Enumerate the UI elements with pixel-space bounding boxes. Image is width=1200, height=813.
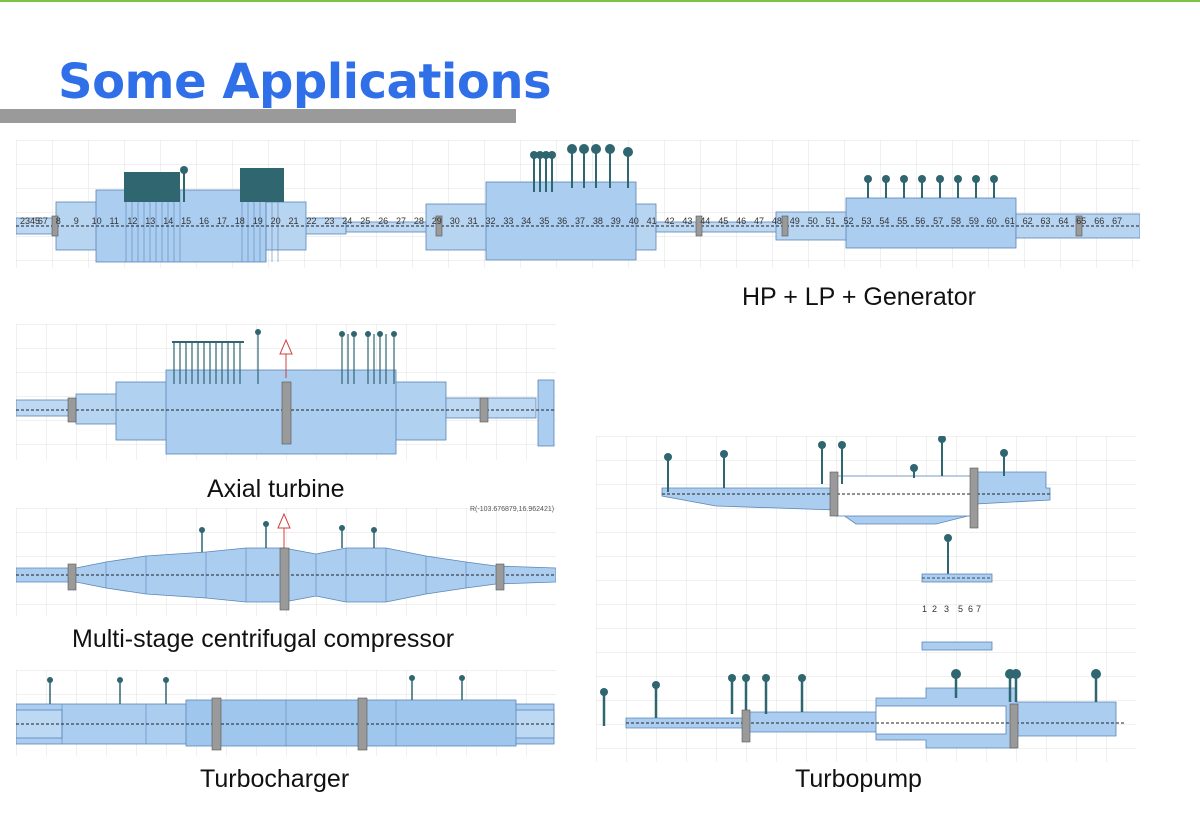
station-label: 24 — [342, 216, 352, 226]
station-label: 56 — [915, 216, 925, 226]
station-label: 29 — [432, 216, 442, 226]
station-label: 13 — [145, 216, 155, 226]
station-label: 30 — [450, 216, 460, 226]
station-label: 48 — [772, 216, 782, 226]
coordinate-readout: R(-103.676879,16.962421) — [470, 506, 555, 513]
caption-turbocharger: Turbocharger — [200, 765, 350, 793]
station-label: 36 — [557, 216, 567, 226]
centrifugal-compressor-svg — [16, 508, 556, 616]
station-label: 2345 — [20, 216, 40, 226]
station-label: 40 — [629, 216, 639, 226]
station-label: 26 — [378, 216, 388, 226]
centrifugal-compressor-diagram — [16, 508, 556, 616]
station-label: 51 — [826, 216, 836, 226]
svg-text:1: 1 — [922, 604, 927, 614]
station-label: 31 — [468, 216, 478, 226]
station-label: 16 — [199, 216, 209, 226]
station-label: 22 — [307, 216, 317, 226]
station-label: 58 — [951, 216, 961, 226]
svg-text:3: 3 — [944, 604, 949, 614]
station-label: 57 — [933, 216, 943, 226]
axial-turbine-svg — [16, 324, 556, 460]
caption-hp-lp-generator: HP + LP + Generator — [742, 283, 976, 311]
turbocharger-svg — [16, 670, 556, 756]
axial-turbine-diagram — [16, 324, 556, 460]
station-label: 9 — [74, 216, 79, 226]
station-label: 46 — [736, 216, 746, 226]
station-label: 63 — [1041, 216, 1051, 226]
turbopump-svg: 1 2 3 5 6 7 — [596, 436, 1136, 762]
station-label: 8 — [56, 216, 61, 226]
station-label: 67 — [38, 216, 48, 226]
svg-text:7: 7 — [976, 604, 981, 614]
station-label: 20 — [271, 216, 281, 226]
station-label: 23 — [324, 216, 334, 226]
top-accent-line — [0, 0, 1200, 2]
station-label: 10 — [92, 216, 102, 226]
station-label: 11 — [110, 216, 119, 226]
station-label: 42 — [665, 216, 675, 226]
station-label: 19 — [253, 216, 263, 226]
station-label: 47 — [754, 216, 764, 226]
station-label: 33 — [503, 216, 513, 226]
station-label: 21 — [289, 216, 299, 226]
station-label: 38 — [593, 216, 603, 226]
station-label: 15 — [181, 216, 191, 226]
station-label: 59 — [969, 216, 979, 226]
caption-axial-turbine: Axial turbine — [207, 475, 345, 503]
station-label: 43 — [682, 216, 692, 226]
caption-turbopump: Turbopump — [795, 765, 922, 793]
station-label: 45 — [718, 216, 728, 226]
station-label: 60 — [987, 216, 997, 226]
station-label: 64 — [1058, 216, 1068, 226]
station-label: 55 — [897, 216, 907, 226]
station-label: 34 — [521, 216, 531, 226]
turbopump-diagram: 1 2 3 5 6 7 — [596, 436, 1136, 762]
slide-title: Some Applications — [58, 54, 552, 110]
title-underline-bar — [0, 109, 516, 123]
caption-centrifugal-compressor: Multi-stage centrifugal compressor — [72, 625, 455, 653]
station-label: 35 — [539, 216, 549, 226]
station-label: 37 — [575, 216, 585, 226]
station-label: 50 — [808, 216, 818, 226]
turbopump-sub-labels: 1 2 3 5 6 7 — [922, 604, 981, 614]
station-label: 54 — [879, 216, 889, 226]
station-label: 65 — [1076, 216, 1086, 226]
station-label: 52 — [844, 216, 854, 226]
station-label: 61 — [1005, 216, 1015, 226]
station-label: 14 — [163, 216, 173, 226]
station-label: 62 — [1023, 216, 1033, 226]
svg-text:2: 2 — [932, 604, 937, 614]
station-label: 17 — [217, 216, 227, 226]
station-label: 28 — [414, 216, 424, 226]
station-label: 32 — [486, 216, 496, 226]
station-label: 44 — [700, 216, 710, 226]
station-label: 39 — [611, 216, 621, 226]
station-label: 67 — [1112, 216, 1122, 226]
station-label: 53 — [862, 216, 872, 226]
station-label: 49 — [790, 216, 800, 226]
svg-text:6: 6 — [968, 604, 973, 614]
station-label: 18 — [235, 216, 245, 226]
station-label: 66 — [1094, 216, 1104, 226]
station-label: 41 — [647, 216, 657, 226]
station-label: 27 — [396, 216, 406, 226]
svg-text:5: 5 — [958, 604, 963, 614]
station-label: 25 — [360, 216, 370, 226]
turbocharger-diagram — [16, 670, 556, 756]
station-label: 12 — [127, 216, 137, 226]
